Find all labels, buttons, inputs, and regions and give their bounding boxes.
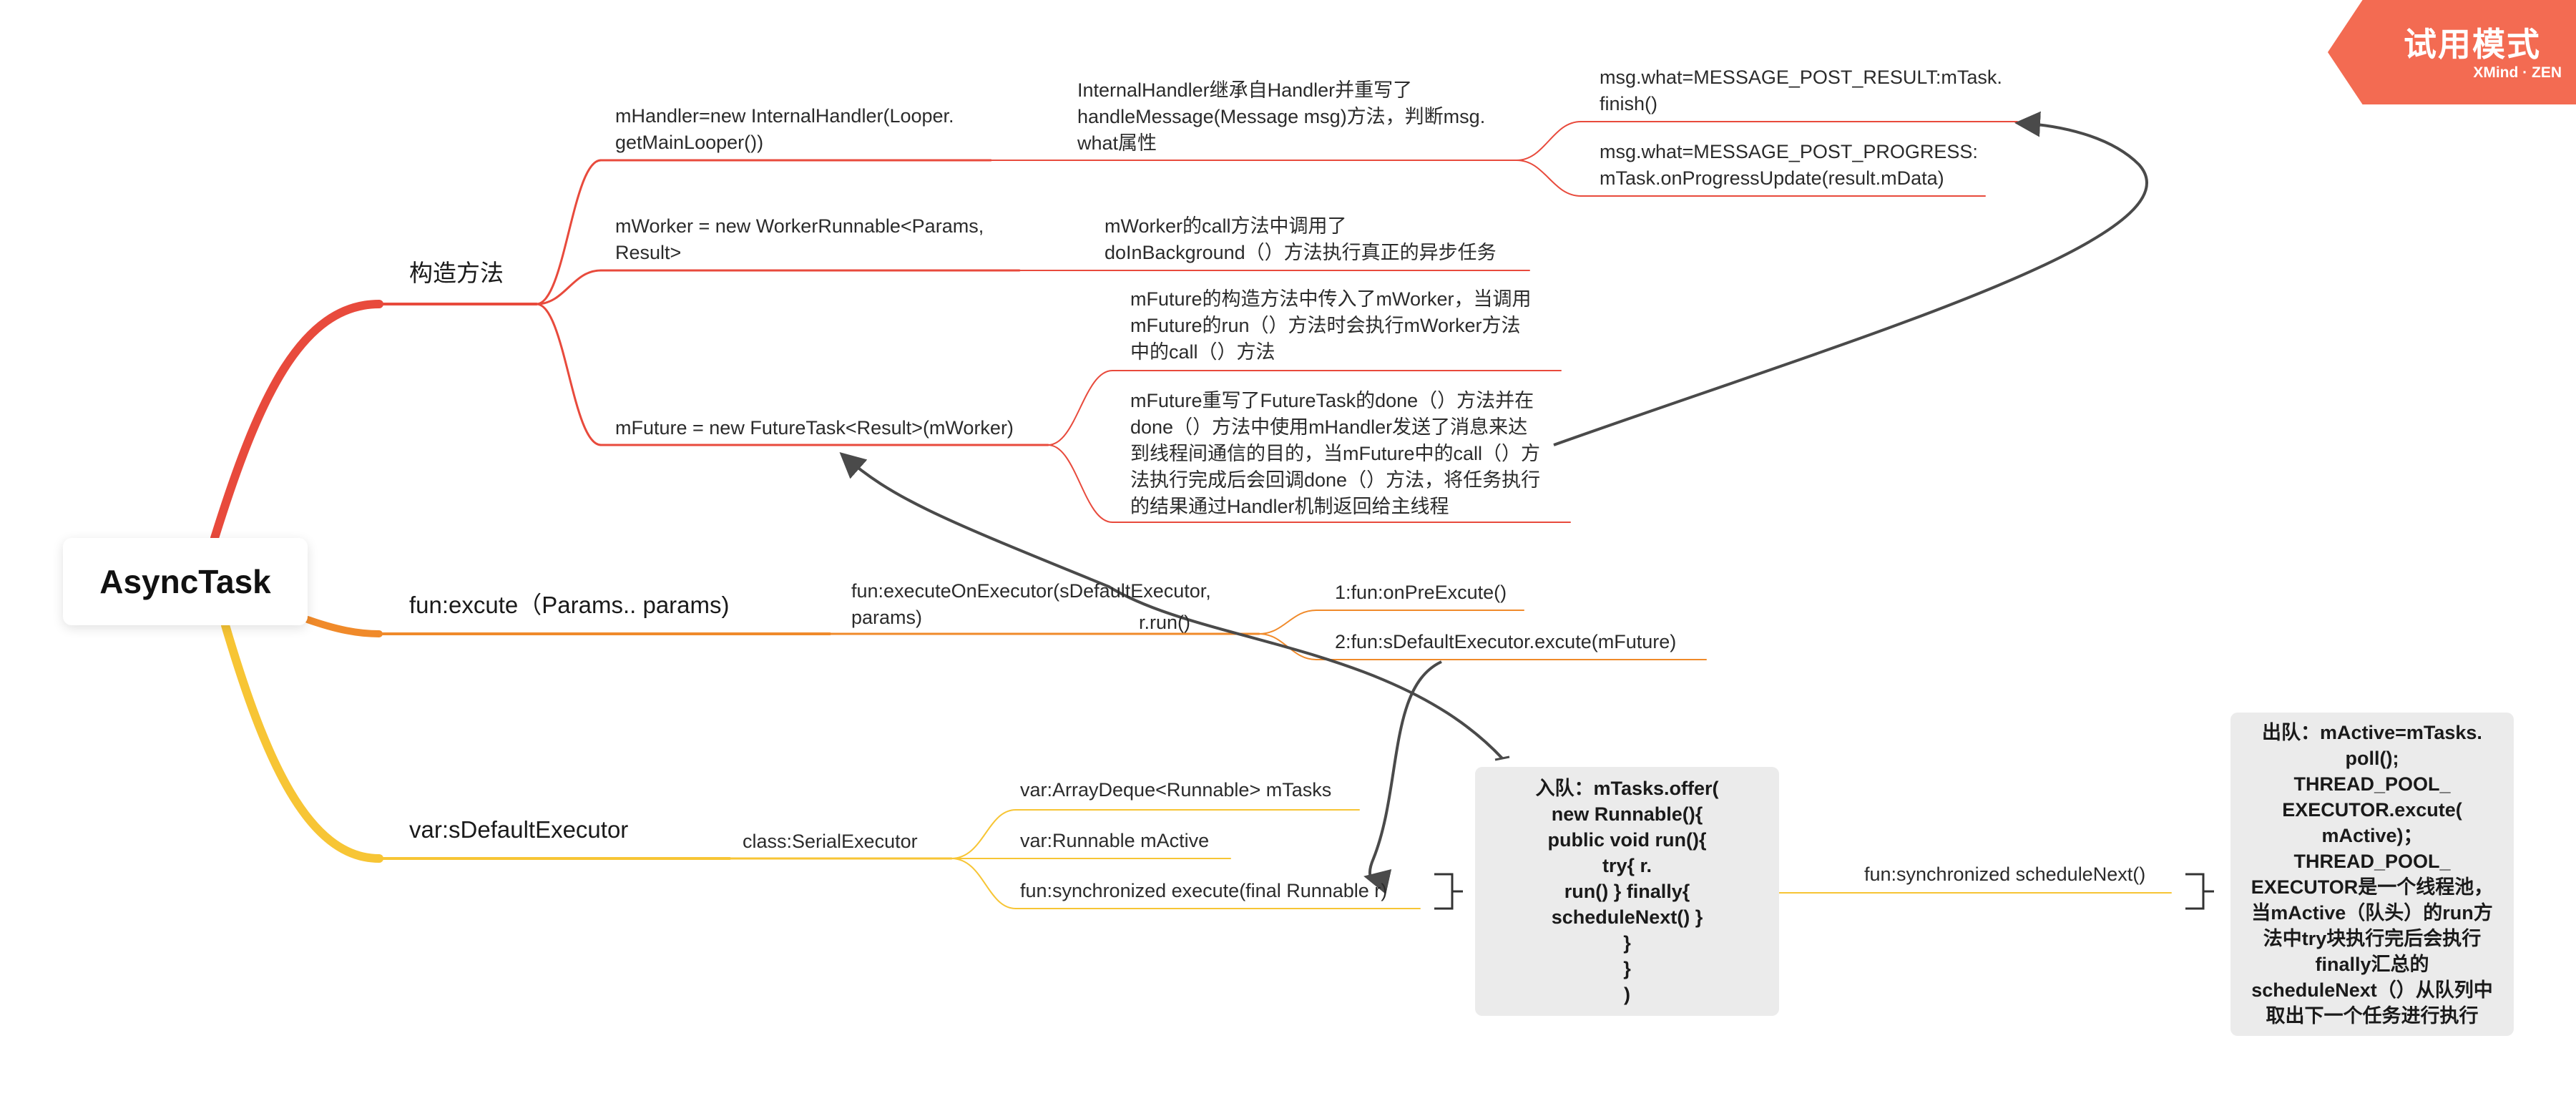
node-schedule-next[interactable]: fun:synchronized scheduleNext() xyxy=(1864,863,2146,885)
label-r-run: r.run() xyxy=(1139,612,1191,633)
branch-default-executor[interactable]: var:sDefaultExecutor xyxy=(409,816,629,843)
branch-constructor[interactable]: 构造方法 xyxy=(409,260,504,286)
link-ctor-future xyxy=(535,303,602,446)
note-dequeue[interactable]: 出队：mActive=mTasks. poll(); THREAD_POOL_ … xyxy=(2230,713,2514,1036)
branch-excute[interactable]: fun:excute（Params.. params) xyxy=(409,592,730,618)
link-serial-execute xyxy=(951,858,1017,909)
node-execute-method[interactable]: fun:synchronized execute(final Runnable … xyxy=(1020,880,1388,901)
link-future-desc2 xyxy=(1047,444,1113,523)
node-mfuture[interactable]: mFuture = new FutureTask<Result>(mWorker… xyxy=(615,417,1014,439)
link-future-desc1 xyxy=(1047,370,1113,446)
node-future-desc-2[interactable]: mFuture重写了FutureTask的done（）方法并在 done（）方法… xyxy=(1130,390,1541,517)
node-msg-progress[interactable]: msg.what=MESSAGE_POST_PROGRESS: mTask.on… xyxy=(1600,141,1978,189)
link-desc-result xyxy=(1516,121,1582,161)
link-root-ctor xyxy=(210,300,383,542)
node-default-executor-excute[interactable]: 2:fun:sDefaultExecutor.excute(mFuture) xyxy=(1335,631,1677,652)
node-mtasks[interactable]: var:ArrayDeque<Runnable> mTasks xyxy=(1020,779,1332,801)
arrow-run-tail xyxy=(1494,755,1510,761)
arrow-done-to-result xyxy=(1553,111,2148,446)
arrow-step2-to-execute xyxy=(1363,660,1442,895)
node-future-desc-1[interactable]: mFuture的构造方法中传入了mWorker，当调用 mFuture的run（… xyxy=(1130,288,1532,363)
node-handler-desc[interactable]: InternalHandler继承自Handler并重写了 handleMess… xyxy=(1077,79,1486,154)
link-root-excute xyxy=(304,616,383,637)
trial-mode-badge[interactable]: 试用模式 XMind · ZEN xyxy=(2328,0,2576,104)
link-ctor-worker xyxy=(535,269,602,305)
root-node[interactable]: AsyncTask xyxy=(63,538,308,625)
node-msg-result[interactable]: msg.what=MESSAGE_POST_RESULT:mTask. fini… xyxy=(1600,67,2002,114)
link-excute-step1 xyxy=(1258,610,1317,635)
link-ctor-handler xyxy=(535,159,602,305)
bracket-schedule xyxy=(2185,873,2214,910)
link-serial-tasks xyxy=(951,809,1017,859)
node-on-pre-excute[interactable]: 1:fun:onPreExcute() xyxy=(1335,582,1507,603)
node-mworker[interactable]: mWorker = new WorkerRunnable<Params, Res… xyxy=(615,215,984,263)
node-serial-executor[interactable]: class:SerialExecutor xyxy=(743,831,918,852)
bracket-execute xyxy=(1434,873,1463,910)
arrow-run-to-future xyxy=(839,452,1504,760)
note-enqueue[interactable]: 入队：mTasks.offer( new Runnable(){ public … xyxy=(1475,767,1779,1016)
link-root-executor xyxy=(221,621,383,863)
xmind-zen-logo: XMind · ZEN xyxy=(2473,64,2562,81)
node-execute-on-executor[interactable]: fun:executeOnExecutor(sDefaultExecutor, … xyxy=(851,580,1211,628)
link-desc-progress xyxy=(1516,160,1582,197)
trial-mode-title: 试用模式 xyxy=(2404,26,2541,63)
node-mhandler[interactable]: mHandler=new InternalHandler(Looper. get… xyxy=(615,105,954,153)
node-mactive[interactable]: var:Runnable mActive xyxy=(1020,830,1210,851)
node-worker-desc[interactable]: mWorker的call方法中调用了 doInBackground（）方法执行真… xyxy=(1105,215,1497,263)
